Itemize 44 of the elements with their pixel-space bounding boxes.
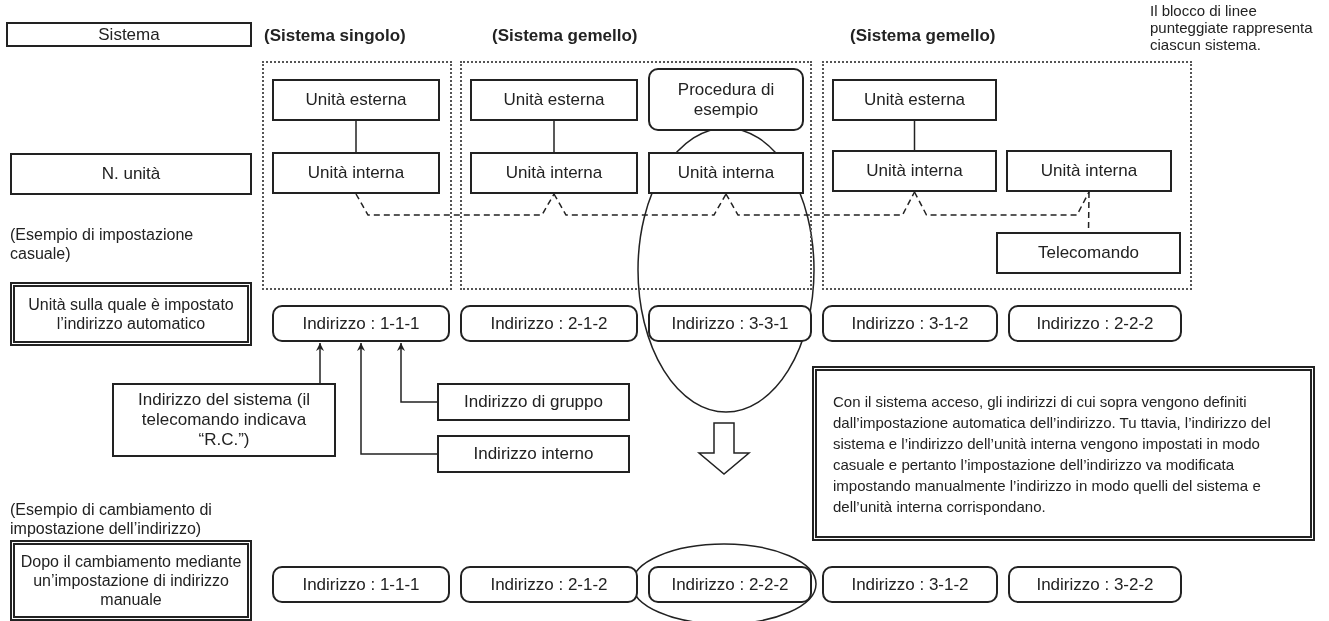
- arrow: [397, 342, 438, 403]
- arrow: [357, 342, 438, 455]
- note-text: (Esempio di cambiamento di impostazione dell’indirizzo): [10, 500, 213, 538]
- address-box: Indirizzo : 3-1-2: [822, 305, 998, 342]
- connector-line: [913, 120, 916, 151]
- unit-box: Unità esterna: [470, 79, 638, 121]
- unit-box: Unità interna: [272, 152, 440, 194]
- system-heading: (Sistema singolo): [264, 25, 406, 47]
- remote-control-wire: [355, 193, 555, 216]
- remote-control-wire: [913, 191, 1090, 216]
- unit-box: Unità interna: [832, 150, 997, 192]
- connector-line: [553, 120, 555, 153]
- unit-box: Indirizzo di gruppo: [437, 383, 630, 421]
- unit-box: Indirizzo interno: [437, 435, 630, 473]
- system-heading: (Sistema gemello): [492, 25, 638, 47]
- address-box: Indirizzo : 1-1-1: [272, 305, 450, 342]
- address-box: Indirizzo : 2-2-2: [648, 566, 812, 603]
- address-box: Indirizzo : 3-1-2: [822, 566, 998, 603]
- unit-box: Indirizzo del sistema (il telecomando indicava “R.C.”): [112, 383, 336, 457]
- unit-box: Unità interna: [1006, 150, 1172, 192]
- address-box: Indirizzo : 2-2-2: [1008, 305, 1182, 342]
- remote-control-wire: [553, 193, 727, 216]
- address-box: Indirizzo : 2-1-2: [460, 566, 638, 603]
- unit-box: Unità esterna: [832, 79, 997, 121]
- address-box: Indirizzo : 1-1-1: [272, 566, 450, 603]
- unit-box: Sistema: [6, 22, 252, 47]
- unit-box: N. unità: [10, 153, 252, 195]
- unit-box: Unità sulla quale è impostato l’indirizzo automatico: [10, 282, 252, 346]
- address-box: Procedura di esempio: [648, 68, 804, 131]
- remote-control-wire: [725, 191, 916, 216]
- system-heading: (Sistema gemello): [850, 25, 996, 47]
- arrow: [316, 342, 324, 384]
- note-text: Il blocco di linee punteggiate rappresenta ciascun sistema.: [1150, 2, 1314, 53]
- address-box: Indirizzo : 3-3-1: [648, 305, 812, 342]
- unit-box: Unità esterna: [272, 79, 440, 121]
- unit-box: Dopo il cambiamento mediante un’impostazione di indirizzo manuale: [10, 540, 252, 621]
- unit-box: Telecomando: [996, 232, 1181, 274]
- note-text: (Esempio di impostazione casuale): [10, 225, 195, 263]
- unit-box: Unità interna: [648, 152, 804, 194]
- address-box: Indirizzo : 3-2-2: [1008, 566, 1182, 603]
- address-box: Indirizzo : 2-1-2: [460, 305, 638, 342]
- unit-box: Unità interna: [470, 152, 638, 194]
- connector-line: [355, 120, 357, 153]
- note-box: Con il sistema acceso, gli indirizzi di cui sopra vengono definiti dall’impostazione automatica dell’indirizzo. Tu ttavia, l’indirizzo del sistema e l’indirizzo dell’unità interna vengono impostati in modo casuale e pertanto l’impostazione dell’indirizzo va modificata impostando manualmente l’indirizzo in modo quelli del sistema e dell’unità interna corrispondano.: [812, 366, 1315, 541]
